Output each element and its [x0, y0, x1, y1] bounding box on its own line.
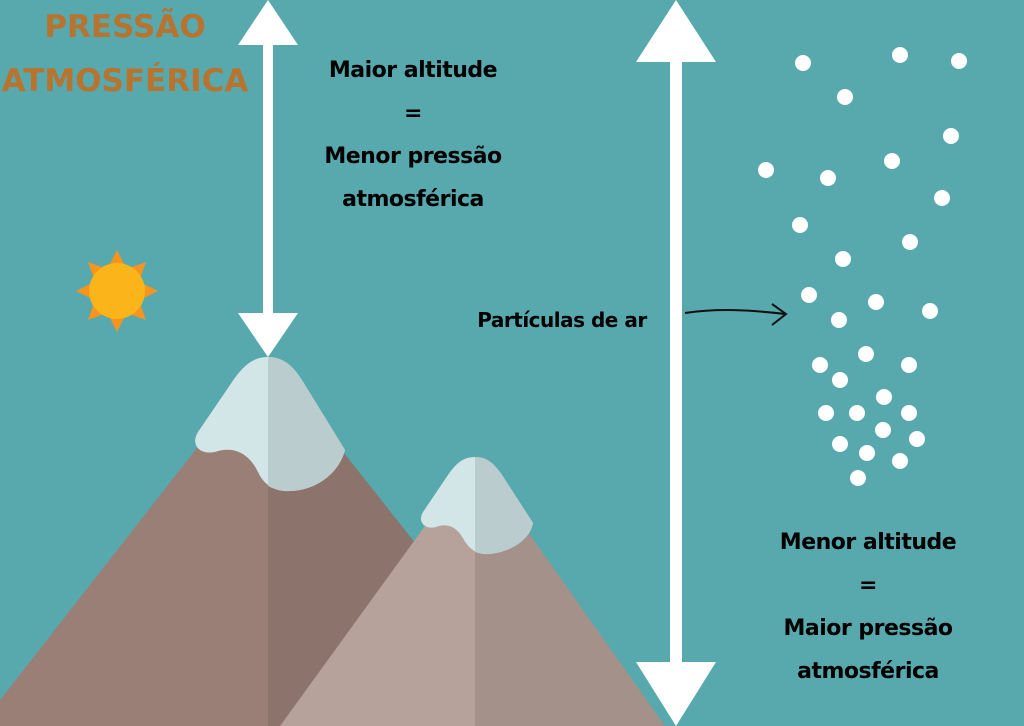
air-particle	[849, 405, 865, 421]
air-particle	[795, 55, 811, 71]
air-particle	[901, 405, 917, 421]
air-particle	[884, 153, 900, 169]
air-particle	[934, 190, 950, 206]
air-particle	[901, 357, 917, 373]
bottom-label-line: Maior pressão	[783, 616, 953, 641]
air-particle	[831, 312, 847, 328]
air-particle	[902, 234, 918, 250]
air-particle	[875, 422, 891, 438]
top-label: Maior altitude = Menor pressão atmosféri…	[293, 49, 533, 221]
arrow-right-icon	[684, 303, 788, 326]
sun-icon	[76, 250, 158, 332]
title-line-1: PRESSÃO	[44, 9, 206, 45]
top-label-line: =	[404, 101, 422, 126]
air-particle	[943, 128, 959, 144]
air-particle	[876, 389, 892, 405]
page-title: PRESSÃO ATMOSFÉRICA	[0, 0, 250, 108]
air-particle	[850, 470, 866, 486]
air-particles	[758, 47, 967, 486]
air-particle	[835, 251, 851, 267]
air-particle	[922, 303, 938, 319]
altitude-double-arrow-left	[238, 0, 298, 357]
air-particle	[859, 445, 875, 461]
air-particle	[892, 47, 908, 63]
air-particle	[832, 372, 848, 388]
air-particle	[820, 170, 836, 186]
top-label-line: Maior altitude	[328, 58, 498, 83]
bottom-label-line: atmosférica	[797, 659, 939, 684]
bottom-label-line: =	[859, 573, 877, 598]
air-particle	[837, 89, 853, 105]
top-label-line: atmosférica	[342, 187, 484, 212]
air-particle	[951, 53, 967, 69]
air-particle	[812, 357, 828, 373]
title-line-2: ATMOSFÉRICA	[1, 63, 249, 99]
particles-label: Partículas de ar	[477, 308, 647, 332]
air-particle	[818, 405, 834, 421]
small-mountain-icon	[280, 457, 665, 726]
air-particle	[792, 217, 808, 233]
air-particle	[909, 431, 925, 447]
air-particle	[858, 346, 874, 362]
altitude-double-arrow-right	[636, 0, 716, 726]
top-label-line: Menor pressão	[324, 144, 502, 169]
bottom-label: Menor altitude = Maior pressão atmosféri…	[748, 521, 988, 693]
air-particle	[868, 294, 884, 310]
air-particle	[832, 436, 848, 452]
air-particle	[801, 287, 817, 303]
bottom-label-line: Menor altitude	[779, 530, 957, 555]
air-particle	[758, 162, 774, 178]
air-particle	[892, 453, 908, 469]
